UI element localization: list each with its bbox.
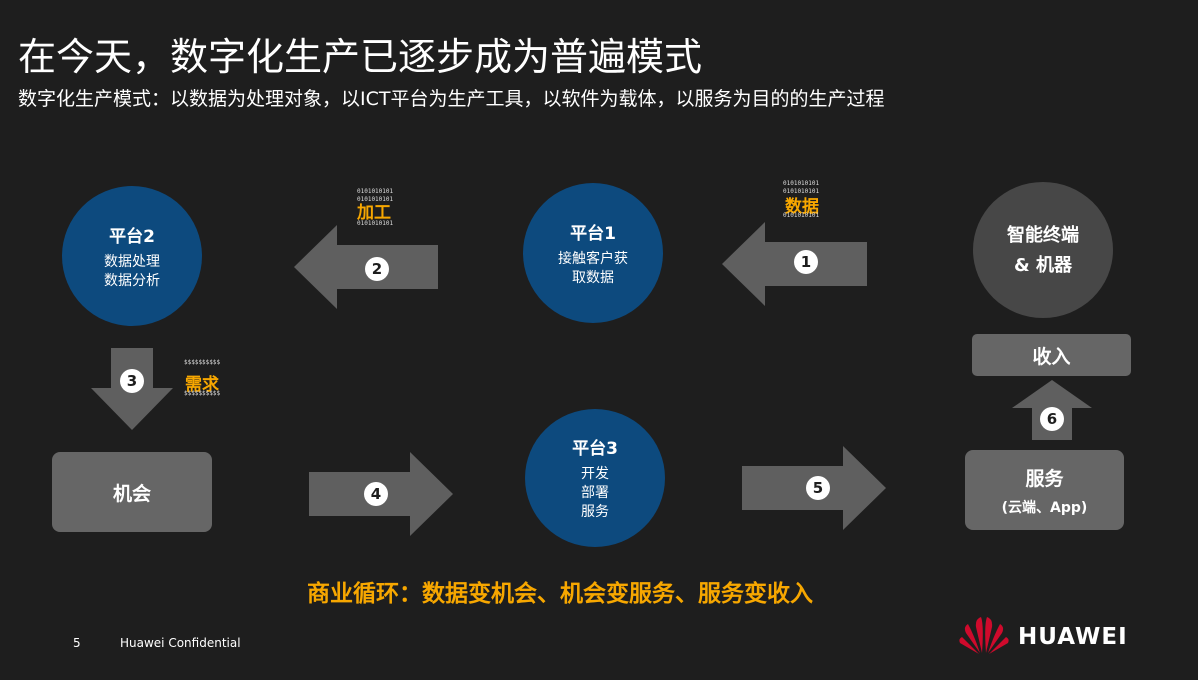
tag-data: 数据: [785, 197, 819, 217]
step6-badge: 6: [1040, 407, 1064, 431]
platform3-line1: 开发: [581, 466, 609, 482]
binary-text: 0101010101: [357, 196, 394, 203]
service-subtitle: (云端、App): [1001, 499, 1088, 516]
binary-text: 0101010101: [783, 180, 820, 187]
platform1-line1: 接触客户获: [558, 250, 628, 267]
platform3-line2: 部署: [581, 485, 609, 501]
binary-text: 0101010101: [357, 220, 394, 227]
smart-terminal-circle: 智能终端 & 机器: [973, 182, 1113, 318]
terminal-line1: 智能终端: [1007, 225, 1079, 246]
platform2-line2: 数据分析: [104, 272, 160, 289]
step2-badge: 2: [365, 257, 389, 281]
huawei-logo-text: HUAWEI: [1018, 624, 1128, 650]
slide-subtitle: 数字化生产模式：以数据为处理对象，以ICT平台为生产工具，以软件为载体，以服务为…: [18, 88, 885, 110]
step5-badge: 5: [806, 476, 830, 500]
step4-badge: 4: [364, 482, 388, 506]
dollar-text: $$$$$$$$$$: [184, 390, 221, 397]
step1-badge: 1: [794, 250, 818, 274]
binary-text: 0101010101: [783, 212, 820, 219]
platform3-title: 平台3: [572, 439, 618, 459]
tag-demand: 需求: [185, 375, 219, 395]
dollar-text: $$$$$$$$$$: [184, 359, 221, 366]
platform1-line2: 取数据: [572, 269, 614, 286]
slide-title: 在今天，数字化生产已逐步成为普遍模式: [18, 35, 703, 79]
platform1-circle: 平台1 接触客户获 取数据: [523, 183, 663, 323]
platform2-title: 平台2: [109, 226, 155, 247]
business-cycle-slogan: 商业循环：数据变机会、机会变服务、服务变收入: [307, 581, 813, 607]
terminal-line2: & 机器: [1014, 255, 1072, 276]
step3-badge: 3: [120, 369, 144, 393]
service-title: 服务: [1025, 467, 1064, 490]
platform2-line1: 数据处理: [104, 253, 160, 270]
platform1-title: 平台1: [570, 223, 616, 244]
platform3-line3: 服务: [581, 504, 609, 520]
opportunity-box: 机会: [52, 452, 212, 532]
binary-text: 0101010101: [783, 188, 820, 195]
income-label: 收入: [1032, 345, 1071, 368]
binary-text: 0101010101: [357, 188, 394, 195]
tag-process: 加工: [357, 203, 391, 223]
income-box: 收入: [972, 334, 1131, 376]
page-number: 5: [73, 636, 81, 650]
confidential-label: Huawei Confidential: [120, 636, 241, 650]
platform3-circle: 平台3 开发 部署 服务: [525, 409, 665, 547]
platform2-circle: 平台2 数据处理 数据分析: [62, 186, 202, 326]
huawei-logo-icon: [959, 617, 1009, 654]
service-box: 服务 (云端、App): [965, 450, 1124, 530]
opportunity-label: 机会: [112, 482, 151, 505]
